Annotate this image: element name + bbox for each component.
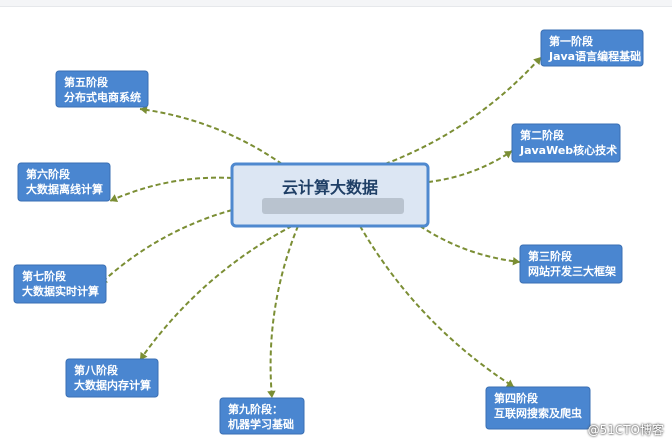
arrowhead-s1 (533, 57, 541, 66)
arrowhead-s9 (267, 390, 276, 398)
watermark: @51CTO博客 (587, 423, 664, 437)
arrowhead-s3 (512, 257, 520, 266)
stage-node-title-s8: 第八阶段 (74, 363, 118, 377)
arrowhead-s4 (505, 379, 514, 387)
stage-node-title-s4: 第四阶段 (494, 391, 538, 405)
stage-node-subtitle-s7: 大数据实时计算 (22, 284, 99, 298)
stage-node-title-s1: 第一阶段 (549, 34, 593, 48)
stage-node-title-s5: 第五阶段 (64, 75, 108, 89)
top-bar (0, 0, 672, 7)
stage-node-title-s6: 第六阶段 (26, 167, 70, 181)
stage-node-box-s6 (17, 162, 111, 202)
stage-node-box-s4 (485, 386, 591, 430)
connector-s3 (419, 225, 521, 263)
center-node[interactable]: 云计算大数据 (230, 162, 430, 228)
stage-node-subtitle-s1: Java语言编程基础 (548, 49, 641, 63)
stage-node-box-s7 (13, 264, 107, 304)
connector-s2 (427, 150, 513, 183)
connector-s7 (99, 209, 233, 285)
stage-node-subtitle-s6: 大数据离线计算 (26, 182, 103, 196)
connector-s6 (109, 176, 233, 202)
stage-node-title-s3: 第三阶段 (528, 249, 572, 263)
stage-node-box-s8 (65, 358, 159, 398)
connector-s8 (139, 225, 293, 361)
stage-node-subtitle-s3: 网站开发三大框架 (528, 264, 616, 278)
stage-node-title-s7: 第七阶段 (22, 269, 66, 283)
arrowhead-s5 (140, 105, 148, 115)
stage-node-subtitle-s9: 机器学习基础 (228, 417, 294, 431)
connector-s4 (359, 225, 515, 388)
stage-nodes-layer: 第一阶段Java语言编程基础第二阶段JavaWeb核心技术第三阶段网站开发三大框… (13, 29, 644, 435)
stage-node-box-s3 (519, 244, 623, 284)
stage-node-box-s1 (540, 29, 644, 67)
arrowhead-s8 (140, 351, 148, 360)
stage-node-box-s9 (219, 397, 305, 435)
stage-node-subtitle-s4: 互联网搜索及爬虫 (494, 406, 582, 420)
stage-node-subtitle-s5: 分布式电商系统 (64, 90, 141, 104)
connector-s5 (139, 108, 283, 165)
arrowhead-s2 (503, 151, 512, 159)
center-node-title: 云计算大数据 (282, 178, 378, 197)
stage-node-title-s9: 第九阶段： (228, 402, 283, 416)
stage-node-title-s2: 第二阶段 (520, 128, 564, 142)
connector-s9 (269, 225, 299, 399)
stage-node-box-s2 (511, 123, 621, 163)
stage-node-box-s5 (55, 70, 149, 108)
stage-node-subtitle-s2: JavaWeb核心技术 (519, 143, 617, 157)
arrowhead-s6 (110, 194, 119, 202)
stage-node-s9[interactable]: 第九阶段：机器学习基础 (219, 397, 305, 435)
center-node-blurred-subtitle (262, 198, 404, 214)
stage-node-subtitle-s8: 大数据内存计算 (74, 378, 151, 392)
